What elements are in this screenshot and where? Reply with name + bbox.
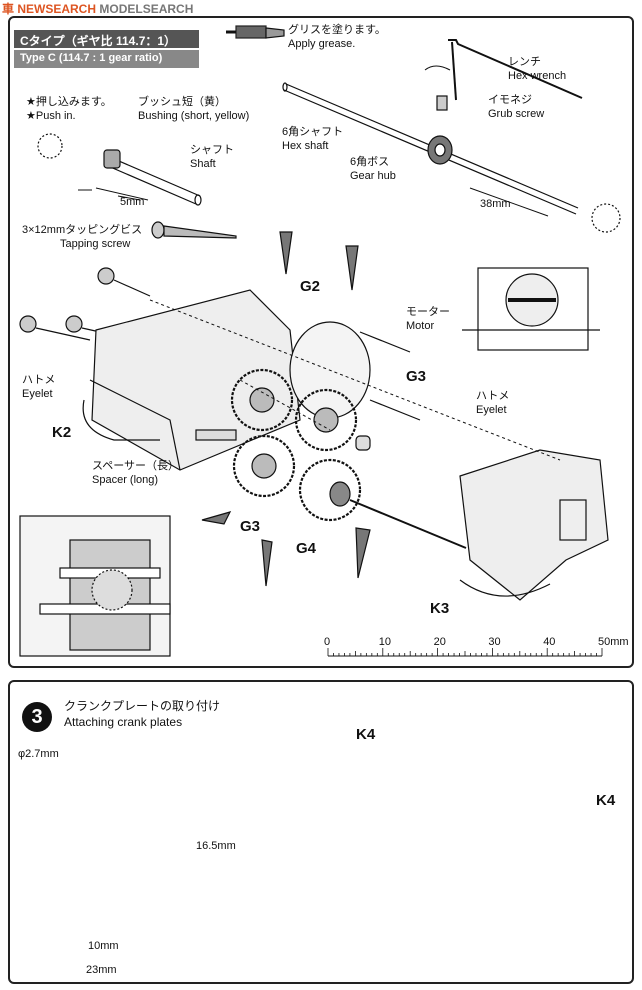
hex-wrench-icon [424,39,583,101]
inner-dimension-label: 10mm [88,940,119,952]
motor-label-jp: モーター [406,306,450,318]
bushing-label-en: Bushing (short, yellow) [138,110,250,122]
grub-screw-icon [436,95,448,111]
shaft-label-jp: シャフト [190,144,234,156]
gear-hub-label-en: Gear hub [350,170,396,182]
gearbox-inset-icon [19,515,171,657]
output-shaft-icon [349,499,467,549]
motor-label-en: Motor [406,320,435,332]
screw-icon-1 [97,267,115,285]
outer-dimension-label: 23mm [86,964,117,976]
gear-g2-label: G2 [300,278,321,295]
gear-g4-label: G4 [296,540,317,557]
grease-dab-icons [201,231,371,587]
wrench-label-en: Hex wrench [508,70,567,82]
gear-g3-left-label: G3 [240,518,261,535]
k2-label: K2 [52,424,72,441]
tapping-screw-label-en: Tapping screw [60,238,131,250]
watermark: 車 NEWSEARCH MODELSEARCH [2,0,193,17]
ruler-tick-label: 30 [488,636,501,648]
grease-label-en: Apply grease. [288,38,356,50]
gear-g3-right-label: G3 [406,368,427,385]
tapping-screw-icon [151,221,237,239]
gear-g3-right-icon [294,388,358,452]
grub-screw-label-jp: イモネジ [488,94,532,106]
ruler-tick-label: 10 [378,636,392,648]
push-label-jp: ★押し込みます。 [26,96,112,108]
hex-shaft-label-jp: 6角シャフト [282,126,344,138]
k2-gearbox-half-icon [82,289,301,471]
hole-diameter-label: φ2.7mm [18,748,59,760]
shaft-end-gear-icon [591,203,621,233]
grease-tube-icon [226,25,285,39]
spacer-long-icon [195,429,237,441]
type-c-title-en: Type C (114.7 : 1 gear ratio) [14,50,199,68]
k4-top-label: K4 [356,726,376,743]
shaft-length-label: 5mm [120,196,145,208]
gear-hub-label-jp: 6角ボス [350,156,390,168]
k3-label: K3 [430,600,450,617]
screw-icon-3 [65,315,83,333]
k4-right-label: K4 [596,792,616,809]
watermark-logo: 車 NEWSEARCH [2,2,97,16]
screw-icon-2 [19,315,37,333]
eyelet-right-label-jp: ハトメ [476,390,510,402]
gear-g4-icon [298,458,362,522]
ruler-tick-label: 20 [433,636,446,648]
gear-g3-left-icon [232,434,296,498]
step-3-title-jp: クランクプレートの取り付け [64,699,221,713]
watermark-text: MODELSEARCH [99,2,194,16]
tapping-screw-label-jp: 3×12mmタッピングビス [22,224,143,236]
motor-icon [289,321,421,421]
step-3-title-en: Attaching crank plates [64,715,183,729]
height-dimension-label: 16.5mm [196,840,236,852]
ruler-tick-label: 0 [324,636,331,648]
push-label-en: ★Push in. [26,110,76,122]
wrench-label-jp: レンチ [508,56,541,68]
grease-label-jp: グリスを塗ります。 [288,24,386,36]
eyelet-right-icon [355,435,371,451]
type-c-title-jp: Cタイプ（ギヤ比 114.7：1） [14,30,199,48]
bushing-icon [103,149,121,169]
eyelet-right-label-en: Eyelet [476,404,507,416]
hex-shaft-length-label: 38mm [480,198,511,210]
shaft-label-en: Shaft [190,158,216,170]
motor-inset-icon [462,267,600,351]
step-3-panel [8,680,634,984]
short-shaft-icon [103,149,202,206]
ruler-tick-label: 50mm [598,636,629,648]
spacer-label-en: Spacer (long) [92,474,159,486]
eyelet-left-label-jp: ハトメ [22,374,56,386]
hex-shaft-label-en: Hex shaft [282,140,329,152]
gear-g2-icon [230,368,294,432]
push-gear-icon [37,133,63,159]
eyelet-left-label-en: Eyelet [22,388,53,400]
ruler-tick-label: 40 [543,636,556,648]
k3-gearbox-half-icon [459,449,609,601]
grub-screw-label-en: Grub screw [488,108,545,120]
spacer-label-jp: スペーサー（長） [92,460,180,472]
bushing-label-jp: ブッシュ短（黄） [138,96,226,108]
step-number-badge: 3 [22,702,52,732]
